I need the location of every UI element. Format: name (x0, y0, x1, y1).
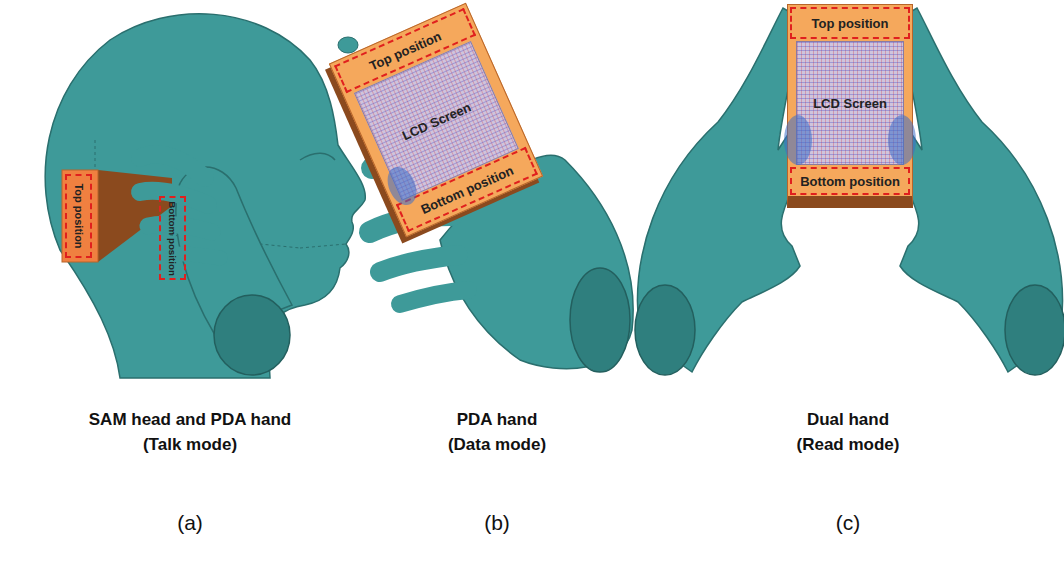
panel-letter: (c) (818, 508, 878, 538)
right-hand (889, 8, 1064, 375)
wrist (214, 295, 290, 375)
position-label: Bottom position (167, 201, 178, 276)
thumb (382, 162, 422, 209)
caption: SAM head and PDA hand (Talk mode) (76, 408, 304, 457)
lcd-screen: LCD Screen (796, 41, 904, 165)
position-box: Bottom position (790, 167, 910, 195)
position-label: Bottom position (800, 174, 900, 189)
brow-line (300, 153, 335, 160)
caption: PDA hand (Data mode) (441, 408, 553, 457)
position-box: Bottom position (159, 196, 186, 280)
thumb (784, 115, 812, 165)
fingers (140, 154, 220, 258)
panel-letter: (a) (160, 508, 220, 538)
position-label: Top position (811, 16, 888, 31)
caption: Dual hand (Read mode) (788, 408, 908, 457)
position-box: Top position (65, 174, 92, 258)
phone-face (62, 170, 98, 262)
lip-line (300, 244, 346, 248)
fingertip (338, 37, 358, 53)
sam-head (45, 14, 365, 378)
screen-label: LCD Screen (400, 99, 473, 143)
thumb (888, 115, 916, 165)
phone-body: Top positionLCD ScreenBottom position (787, 4, 913, 208)
panel-letter: (b) (467, 508, 527, 538)
wrist (570, 268, 630, 372)
screen-label: LCD Screen (813, 96, 887, 111)
position-box: Top position (790, 7, 910, 39)
position-label: Top position (73, 183, 85, 248)
left-hand (635, 8, 811, 375)
